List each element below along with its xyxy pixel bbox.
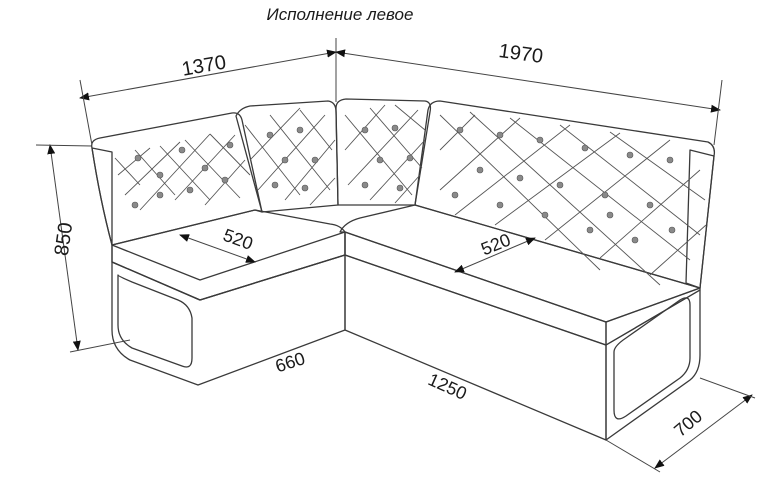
tufting-buttons (131, 124, 676, 244)
dim-label-right-seat: 520 (478, 230, 513, 260)
dim-line-1970 (335, 49, 721, 113)
tufting-pattern (114, 104, 707, 286)
right-end-panel (605, 289, 701, 441)
drawing-title: Исполнение левое (267, 5, 414, 24)
dim-label-660: 660 (273, 348, 308, 376)
left-seat (111, 209, 346, 301)
dim-label-left-seat: 520 (221, 225, 256, 254)
dim-line-right-520 (454, 237, 536, 273)
dim-label-1250: 1250 (425, 369, 470, 404)
dim-line-left-520 (179, 234, 256, 263)
dimension-lines (35, 38, 756, 473)
right-end-recess (613, 297, 691, 420)
corner-panel-right (335, 98, 432, 206)
dim-label-700: 700 (670, 406, 706, 441)
sofa-base (111, 254, 701, 441)
dim-line-700 (654, 394, 753, 469)
left-base-front (111, 254, 346, 386)
right-seat-end-edge (605, 287, 701, 346)
left-arm-side (91, 147, 113, 246)
dim-line-1370 (79, 49, 337, 101)
right-seat (339, 204, 701, 323)
right-base-front (344, 254, 607, 441)
left-back-panel (91, 112, 263, 246)
dim-label-850: 850 (51, 221, 77, 257)
sofa-seats (111, 204, 701, 346)
dim-label-1970: 1970 (497, 40, 544, 68)
right-arm-side (685, 149, 715, 289)
dim-line-850 (47, 144, 81, 351)
dim-label-1370: 1370 (180, 51, 228, 80)
left-end-recess (117, 274, 193, 368)
